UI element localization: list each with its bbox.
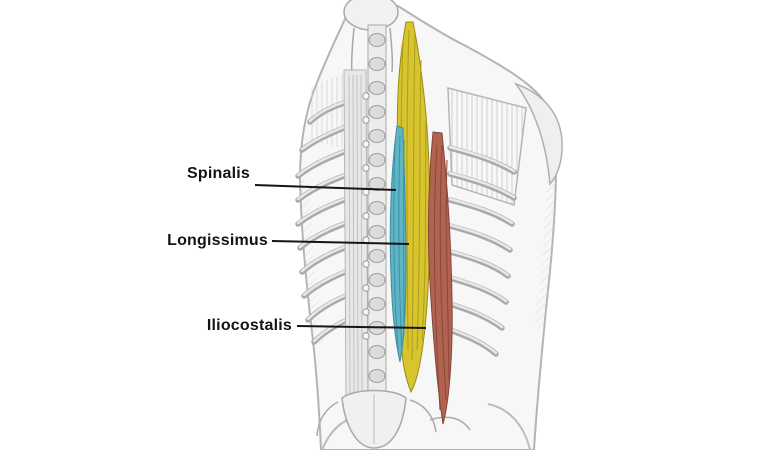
erector-spinae-muscles: [389, 21, 453, 425]
leader-line-longissimus: [271, 240, 410, 245]
leader-line-iliocostalis: [296, 325, 427, 329]
spine: [362, 24, 387, 446]
leader-lines: [254, 184, 427, 329]
pelvis: [316, 389, 471, 449]
label-longissimus: Longissimus: [167, 232, 268, 249]
label-iliocostalis: Iliocostalis: [206, 317, 292, 334]
ribcage-right: [447, 145, 517, 357]
iliocostalis-fibers: [433, 144, 450, 411]
head: [343, 0, 399, 77]
leader-line-spinalis: [254, 184, 397, 191]
label-spinalis: Spinalis: [187, 165, 250, 182]
